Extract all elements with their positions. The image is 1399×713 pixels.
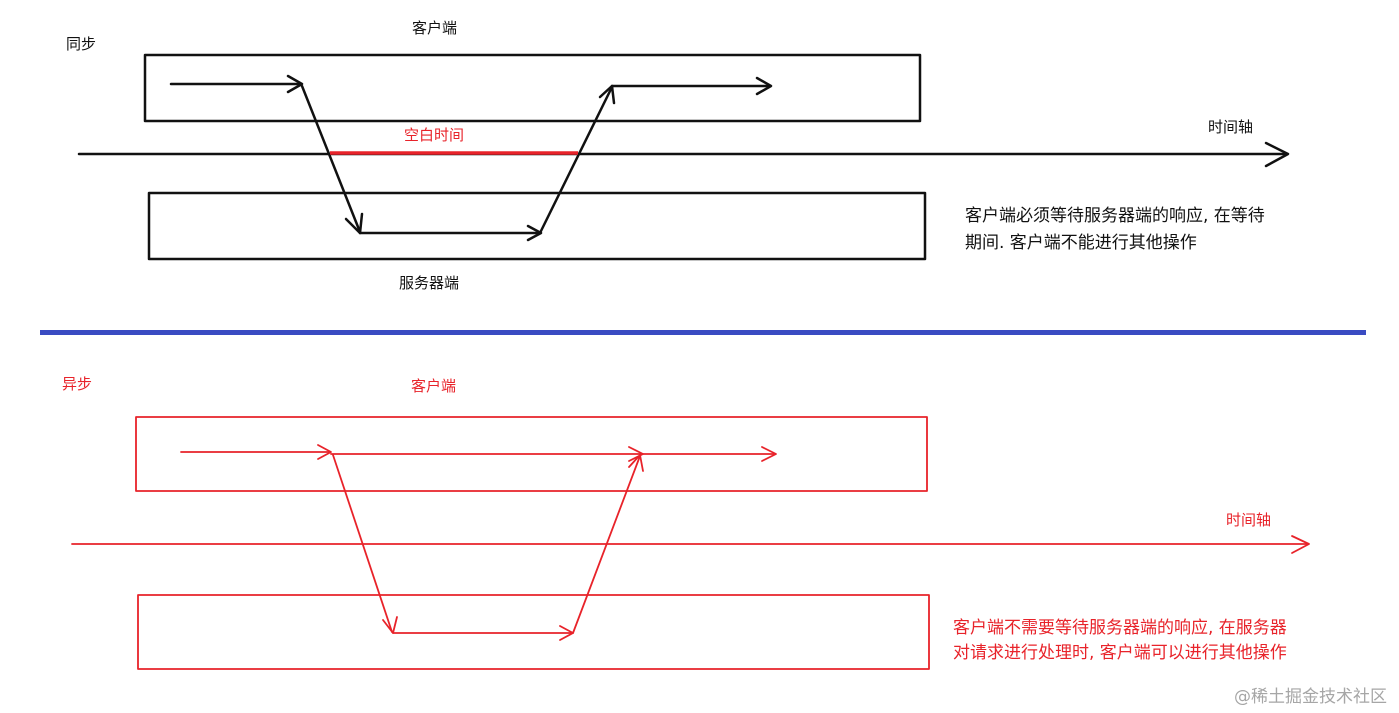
section-divider: [40, 330, 1366, 335]
sync-server-label: 服务器端: [399, 274, 460, 292]
async-note: 客户端不需要等待服务器端的响应, 在服务器 对请求进行处理时, 客户端可以进行其…: [953, 616, 1287, 666]
sync-client-continue-arrowhead: [755, 76, 773, 96]
sync-note-line-1: 客户端必须等待服务器端的响应, 在等待: [965, 206, 1265, 226]
async-server-box: [137, 594, 930, 670]
async-request-line: [332, 454, 393, 633]
async-response-line: [572, 455, 641, 634]
watermark: @稀土掘金技术社区: [1234, 687, 1387, 707]
sync-blank-time-label: 空白时间: [404, 126, 465, 144]
async-client-start-arrowhead: [317, 444, 332, 460]
async-note-line-2: 对请求进行处理时, 客户端可以进行其他操作: [953, 643, 1287, 663]
sync-client-start-arrowhead: [286, 74, 304, 94]
async-title: 异步: [62, 375, 93, 393]
sync-note: 客户端必须等待服务器端的响应, 在等待 期间. 客户端不能进行其他操作: [965, 203, 1265, 257]
async-client-continue-arrowhead: [761, 446, 777, 462]
sync-response-line: [538, 85, 614, 235]
sync-client-box: [143, 53, 922, 123]
async-response-arrowhead: [628, 454, 644, 472]
sync-title: 同步: [66, 35, 97, 53]
sync-client-label: 客户端: [412, 19, 458, 37]
async-client-box: [135, 416, 928, 492]
sync-note-line-2: 期间. 客户端不能进行其他操作: [965, 233, 1197, 253]
async-timeline-arrowhead: [1291, 535, 1310, 554]
sync-timeline-label: 时间轴: [1208, 118, 1254, 136]
async-note-line-1: 客户端不需要等待服务器端的响应, 在服务器: [953, 618, 1287, 638]
sync-diagram: [77, 53, 1290, 261]
async-diagram: [71, 416, 1310, 670]
sync-request-line: [300, 84, 362, 234]
sync-timeline-arrowhead: [1264, 141, 1290, 168]
async-client-label: 客户端: [411, 377, 457, 395]
async-timeline-label: 时间轴: [1226, 511, 1272, 529]
sync-server-box: [147, 191, 927, 261]
